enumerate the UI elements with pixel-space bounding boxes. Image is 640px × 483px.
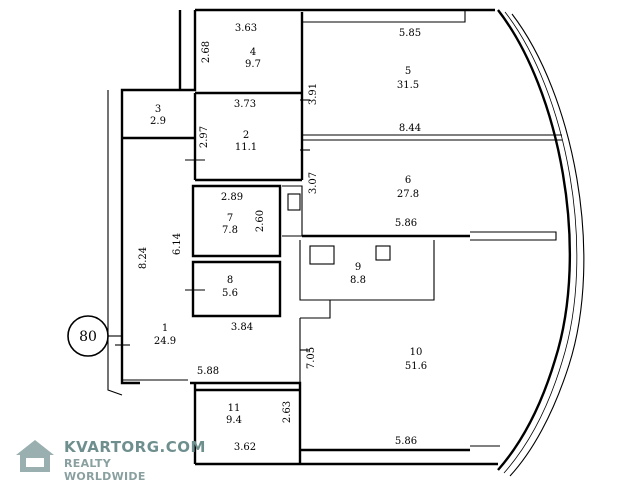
interior-walls (122, 10, 562, 452)
room-6-area: 27.8 (397, 189, 419, 200)
dim-8-44: 8.44 (399, 123, 421, 134)
room-1-area: 24.9 (154, 336, 176, 347)
room-10-area: 51.6 (405, 361, 427, 372)
dimension-labels: 3.63 2.68 5.85 3.91 3.73 2.97 8.44 3.07 … (138, 23, 421, 453)
circle-label: 80 (79, 329, 97, 345)
room-10-number: 10 (410, 347, 423, 358)
room-7-number: 7 (227, 213, 233, 224)
room-4-number: 4 (250, 47, 256, 58)
dim-7-05: 7.05 (306, 347, 317, 369)
dim-5-86-top: 5.86 (395, 218, 417, 229)
dim-5-88: 5.88 (197, 366, 219, 377)
room-5-number: 5 (405, 66, 411, 77)
room-1-number: 1 (162, 323, 168, 334)
room-2-area: 11.1 (235, 142, 257, 153)
dim-2-63: 2.63 (282, 401, 293, 423)
room-6-number: 6 (405, 175, 411, 186)
dimension-ticks (115, 99, 310, 351)
dim-6-14: 6.14 (172, 233, 183, 255)
room-3-number: 3 (155, 104, 161, 115)
dim-2-68: 2.68 (201, 41, 212, 63)
dim-3-91: 3.91 (308, 83, 319, 105)
room-3-area: 2.9 (150, 116, 166, 127)
watermark-line2: REALTY WORLDWIDE (64, 457, 146, 483)
dim-3-73: 3.73 (234, 99, 256, 110)
dim-3-07: 3.07 (308, 172, 319, 194)
watermark-line1: KVARTORG.COM (64, 438, 206, 456)
dim-3-62: 3.62 (234, 442, 256, 453)
room-8-area: 5.6 (222, 288, 238, 299)
dim-3-84: 3.84 (231, 322, 253, 333)
dim-5-85: 5.85 (399, 28, 421, 39)
dim-8-24: 8.24 (138, 247, 149, 269)
watermark: KVARTORG.COM REALTY WORLDWIDE (8, 436, 205, 483)
room-8-number: 8 (227, 275, 233, 286)
dim-3-63: 3.63 (235, 23, 257, 34)
dim-5-86-bottom: 5.86 (395, 436, 417, 447)
room-2-number: 2 (243, 130, 249, 141)
dim-2-60: 2.60 (255, 210, 266, 232)
dim-2-97: 2.97 (199, 126, 210, 148)
circle-marker: 80 (67, 315, 122, 357)
room-11-number: 11 (228, 403, 241, 414)
room-4-area: 9.7 (245, 59, 261, 70)
room-5-area: 31.5 (397, 80, 419, 91)
room-labels: 4 9.7 5 31.5 3 2.9 2 11.1 6 27.8 7 7.8 9… (150, 47, 427, 426)
room-9-number: 9 (355, 262, 361, 273)
room-11-area: 9.4 (226, 415, 242, 426)
room-9-area: 8.8 (350, 275, 366, 286)
room-7-area: 7.8 (222, 225, 238, 236)
dim-2-89: 2.89 (221, 192, 243, 203)
house-logo-icon (16, 440, 54, 472)
